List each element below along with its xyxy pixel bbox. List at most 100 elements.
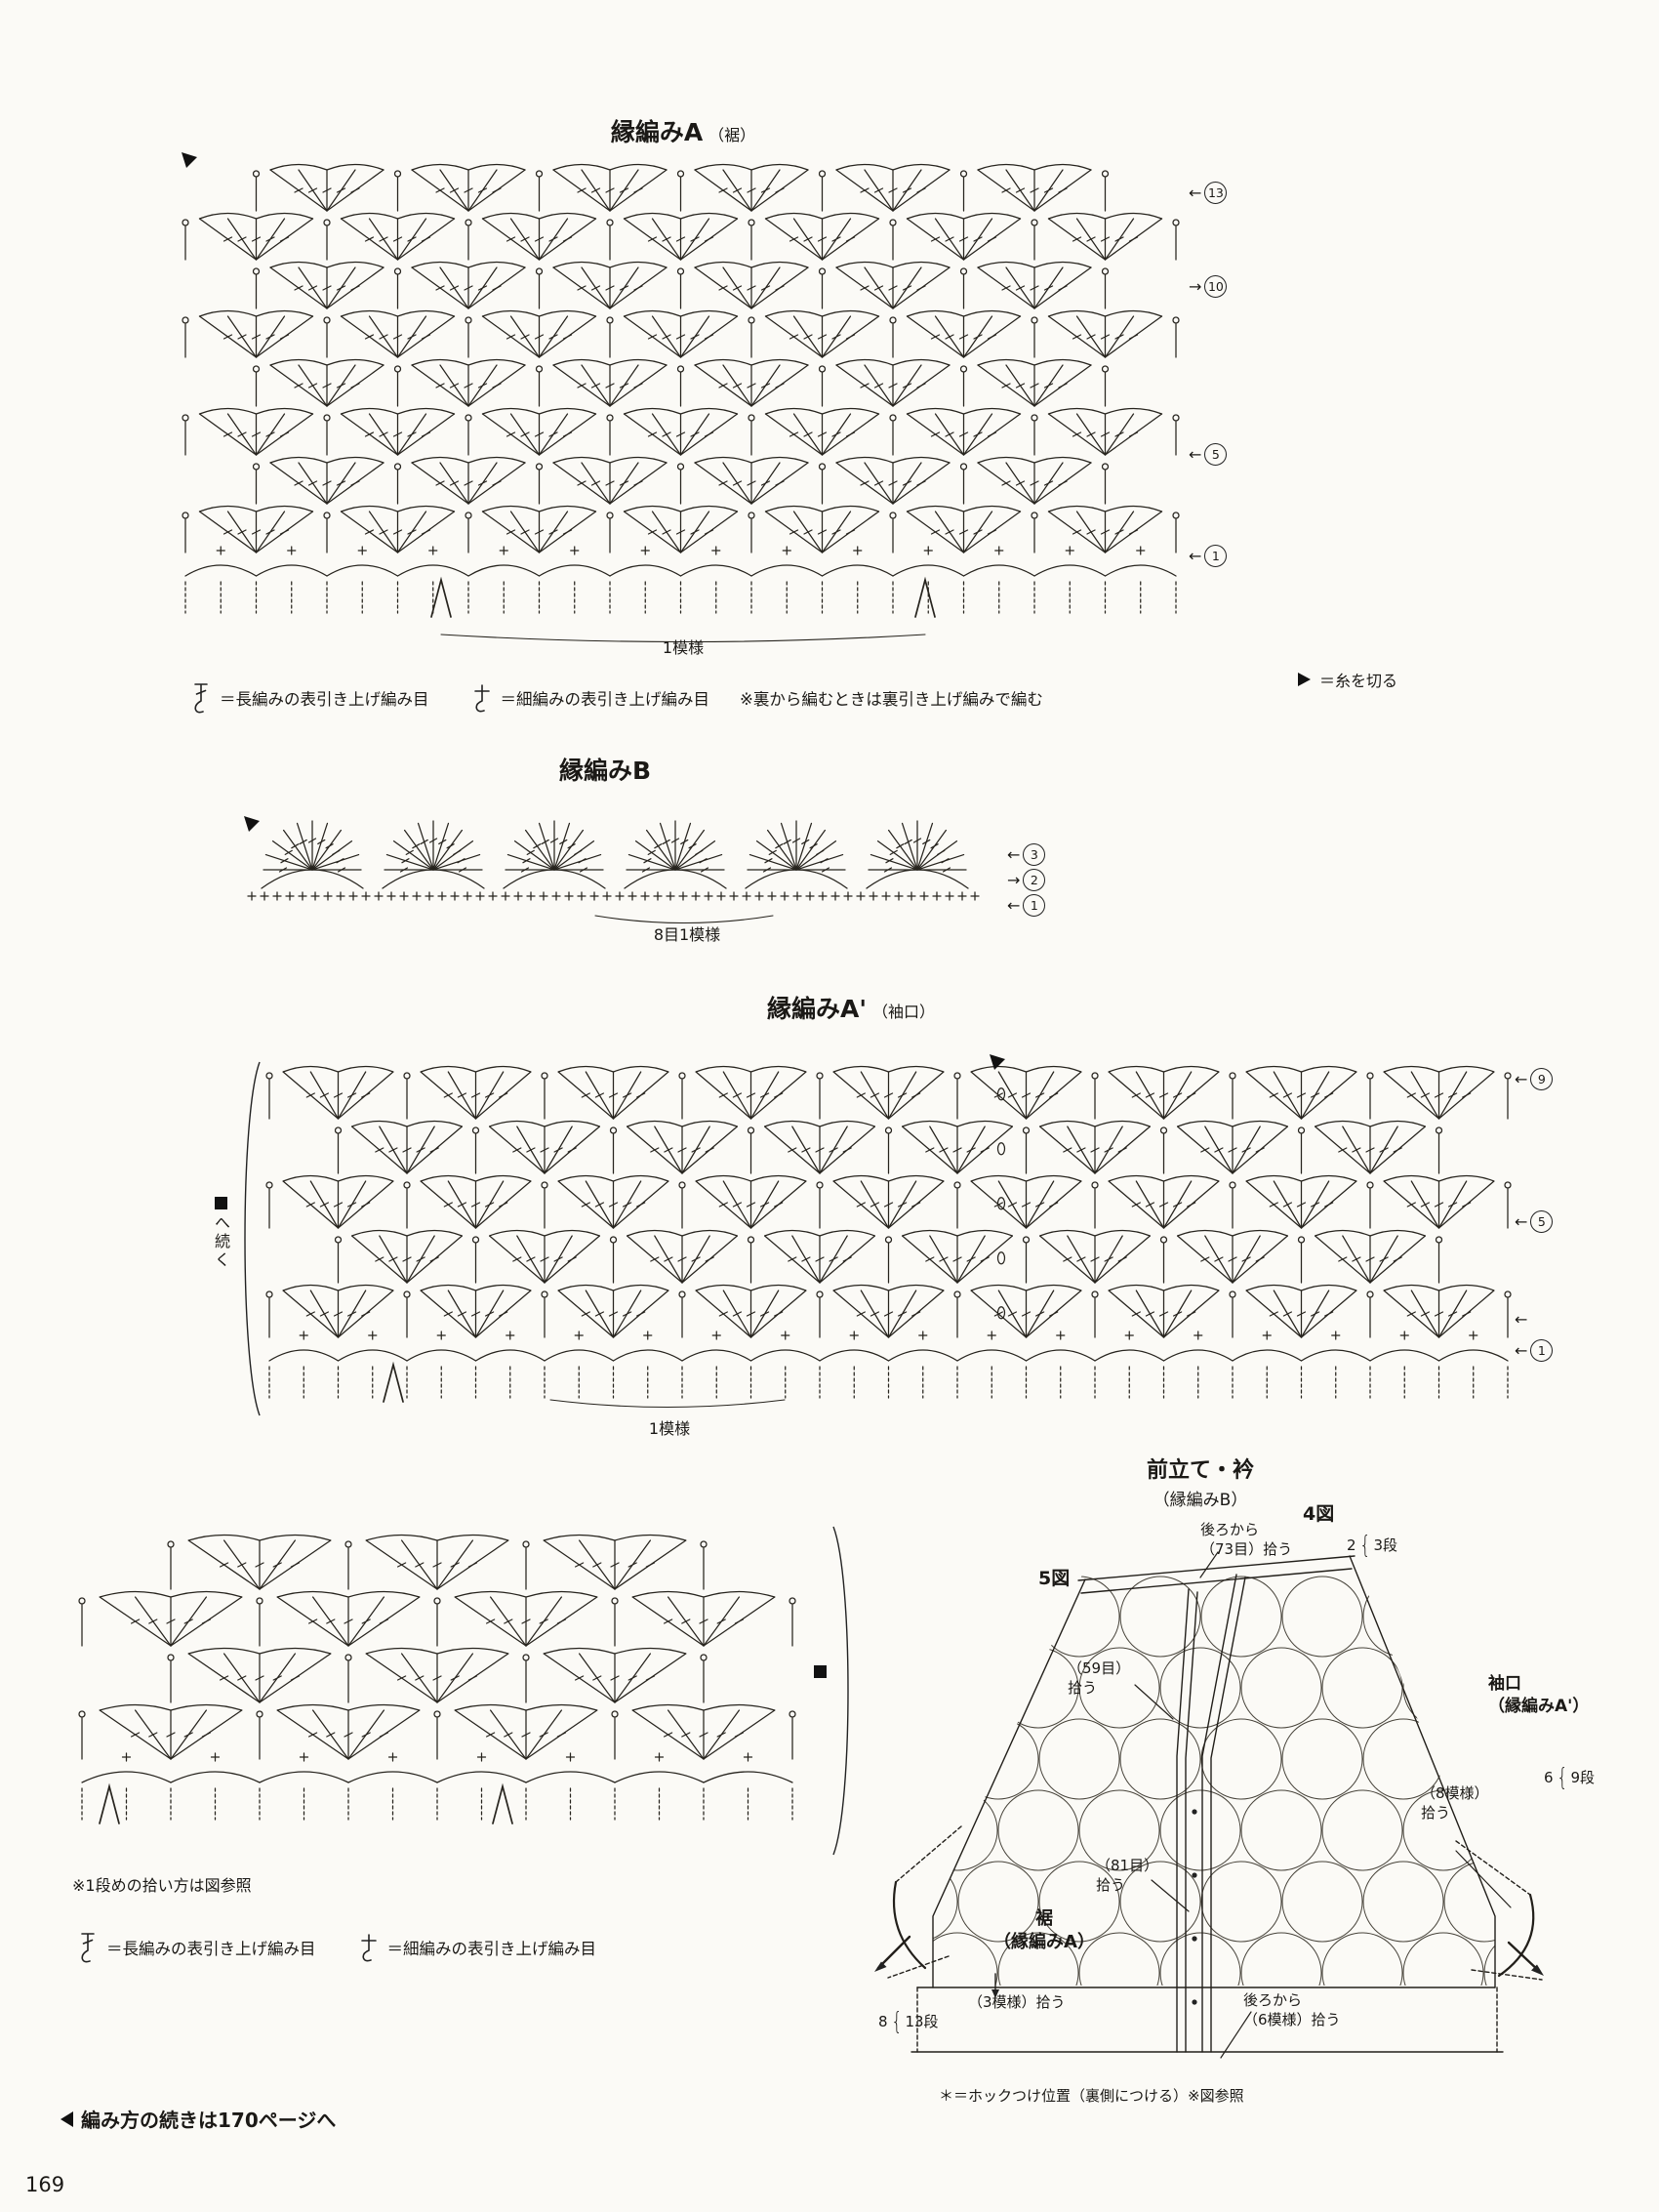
row-arrow: → <box>1007 871 1021 889</box>
continue-to-page-note: 編み方の続きは170ページへ <box>61 2105 336 2133</box>
cut-yarn-note: ＝糸を切る <box>1298 668 1397 691</box>
schematic-title-text: 前立て・衿 <box>1146 1458 1254 1483</box>
front-post-single-icon <box>473 684 490 713</box>
legend-single-text: ＝細編みの表引き上げ編み目 <box>386 1940 597 1958</box>
row-arrow: ← <box>1007 845 1021 864</box>
figure-5-label: 5図 <box>1038 1568 1071 1589</box>
row-arrow: ← <box>1515 1070 1528 1088</box>
pickup-back-6-label: 後ろから （6模様）拾う <box>1243 1991 1341 2028</box>
row-number: 2 <box>1023 869 1046 891</box>
partial-chart <box>78 1534 796 1824</box>
edging-b-pattern-label: 8目1模様 <box>653 925 721 944</box>
row-number: 10 <box>1204 275 1228 298</box>
row-arrow: ← <box>1189 445 1202 464</box>
hem-rows-label: 8{13段 <box>878 2007 939 2035</box>
row-marker-5: ←5 <box>1515 1210 1554 1233</box>
legend-single-text: ＝細編みの表引き上げ編み目 <box>500 690 710 709</box>
pickup-back-73-label: 後ろから （73目）拾う <box>1200 1521 1293 1558</box>
row-marker-5: ←5 <box>1189 443 1228 466</box>
pickup-8-label: （8模様） 拾う <box>1421 1784 1489 1822</box>
edging-a2-title-text: 縁編みA' <box>766 995 867 1023</box>
row-marker-1: ←1 <box>1007 894 1046 917</box>
row-marker-9: ←9 <box>1515 1068 1554 1090</box>
row-marker-13: ←13 <box>1189 182 1228 204</box>
front-post-treble-icon <box>194 683 208 714</box>
dim-value: 8 <box>878 2012 888 2030</box>
row-arrow: ← <box>1189 547 1202 565</box>
cuff-label: 袖口 （縁編みA'） <box>1488 1674 1590 1716</box>
dim-rows: 3段 <box>1373 1536 1397 1554</box>
schematic-drawing <box>874 1551 1544 2059</box>
edging-a-title-text: 縁編みA <box>610 118 704 146</box>
row-arrow: ← <box>1515 1310 1528 1329</box>
left-bracket <box>244 1061 261 1416</box>
brace-glyph: { <box>1358 1531 1371 1559</box>
garment-schematic: 前立て・衿 （縁編みB） 4図 2{3段 後ろから （73目）拾う 5図 （59… <box>859 1451 1659 2153</box>
row-number: 3 <box>1023 843 1046 866</box>
row-marker-1: ←1 <box>1189 545 1228 567</box>
cut-yarn-icon <box>1298 673 1311 686</box>
row-arrow: → <box>1189 277 1202 296</box>
edging-b-title: 縁編みB <box>488 752 722 787</box>
left-triangle-icon <box>61 2110 73 2127</box>
edging-a-legend: ＝長編みの表引き上げ編み目 ＝細編みの表引き上げ編み目 ※裏から編むときは裏引き… <box>191 681 1043 715</box>
row-marker-3: ←3 <box>1007 843 1046 866</box>
edging-b-chart <box>244 816 980 924</box>
pickup-81-label: （81目） 拾う <box>1096 1857 1159 1894</box>
dim-value: 6 <box>1544 1768 1554 1786</box>
row-number: 13 <box>1204 182 1228 204</box>
edging-a-subtitle: （裾） <box>708 126 756 144</box>
continue-square-icon <box>814 1665 827 1678</box>
edging-a2-subtitle: （袖口） <box>872 1003 936 1021</box>
row-number: 1 <box>1530 1339 1554 1362</box>
row-marker-2: →2 <box>1007 869 1046 891</box>
dim-rows: 13段 <box>905 2013 939 2030</box>
right-bracket <box>832 1526 849 1856</box>
hem-label: 裾 （縁編みA） <box>993 1908 1095 1953</box>
cuff-rows-label: 6{9段 <box>1544 1763 1595 1791</box>
row-number: 1 <box>1023 894 1046 917</box>
row-arrow: ← <box>1007 896 1021 915</box>
edging-a2-pattern-label: 1模様 <box>648 1419 691 1438</box>
schematic-title: 前立て・衿 （縁編みB） <box>1093 1453 1308 1510</box>
row-arrow: ← <box>1515 1212 1528 1231</box>
dim-rows: 9段 <box>1570 1769 1595 1786</box>
edging-a-chart <box>182 152 1180 643</box>
continue-text: へ続く <box>212 1214 230 1270</box>
legend-treble-text: ＝長編みの表引き上げ編み目 <box>220 690 429 709</box>
row-number: 5 <box>1530 1210 1554 1233</box>
row-number: 9 <box>1530 1068 1554 1090</box>
edging-a2-title: 縁編みA' （袖口） <box>685 990 1017 1025</box>
pickup-3-label: （3模様）拾う <box>968 1993 1066 2011</box>
partial-legend: ＝長編みの表引き上げ編み目 ＝細編みの表引き上げ編み目 <box>78 1931 596 1964</box>
hook-position-footnote: ＊＝ホックつけ位置（裏側につける）※図参照 <box>939 2087 1244 2105</box>
schematic-subtitle: （縁編みB） <box>1153 1491 1248 1510</box>
brace-glyph: { <box>890 2007 903 2035</box>
front-post-single-icon <box>360 1934 377 1962</box>
legend-note-text: ※裏から編むときは裏引き上げ編みで編む <box>740 690 1043 709</box>
edging-a-title: 縁編みA（裾） <box>527 113 839 148</box>
row-marker-10: →10 <box>1189 275 1228 298</box>
cut-yarn-text: ＝糸を切る <box>1319 672 1398 690</box>
edging-a-pattern-label: 1模様 <box>662 638 705 657</box>
continue-marker: へ続く <box>209 1197 232 1270</box>
row-number: 1 <box>1204 545 1228 567</box>
page-number: 169 <box>25 2173 65 2196</box>
row-marker-1: ←1 <box>1515 1339 1554 1362</box>
edging-a2-chart <box>265 1054 1512 1409</box>
brace-glyph: { <box>1556 1763 1568 1791</box>
front-post-treble-icon <box>81 1933 95 1963</box>
row-arrow: ← <box>1515 1341 1528 1360</box>
row-number: 5 <box>1204 443 1228 466</box>
partial-note: ※1段めの拾い方は図参照 <box>72 1876 252 1895</box>
dim-value: 2 <box>1347 1536 1356 1554</box>
edging-b-title-text: 縁編みB <box>558 757 652 785</box>
collar-rows-label: 2{3段 <box>1347 1531 1397 1559</box>
pickup-59-label: （59目） 拾う <box>1068 1659 1131 1697</box>
row-arrow: ← <box>1189 184 1202 202</box>
continue-square-icon <box>214 1197 227 1209</box>
row-marker-plain: ← <box>1515 1310 1527 1329</box>
figure-4-label: 4図 <box>1303 1503 1335 1525</box>
continue-to-page-text: 編み方の続きは170ページへ <box>81 2109 337 2132</box>
